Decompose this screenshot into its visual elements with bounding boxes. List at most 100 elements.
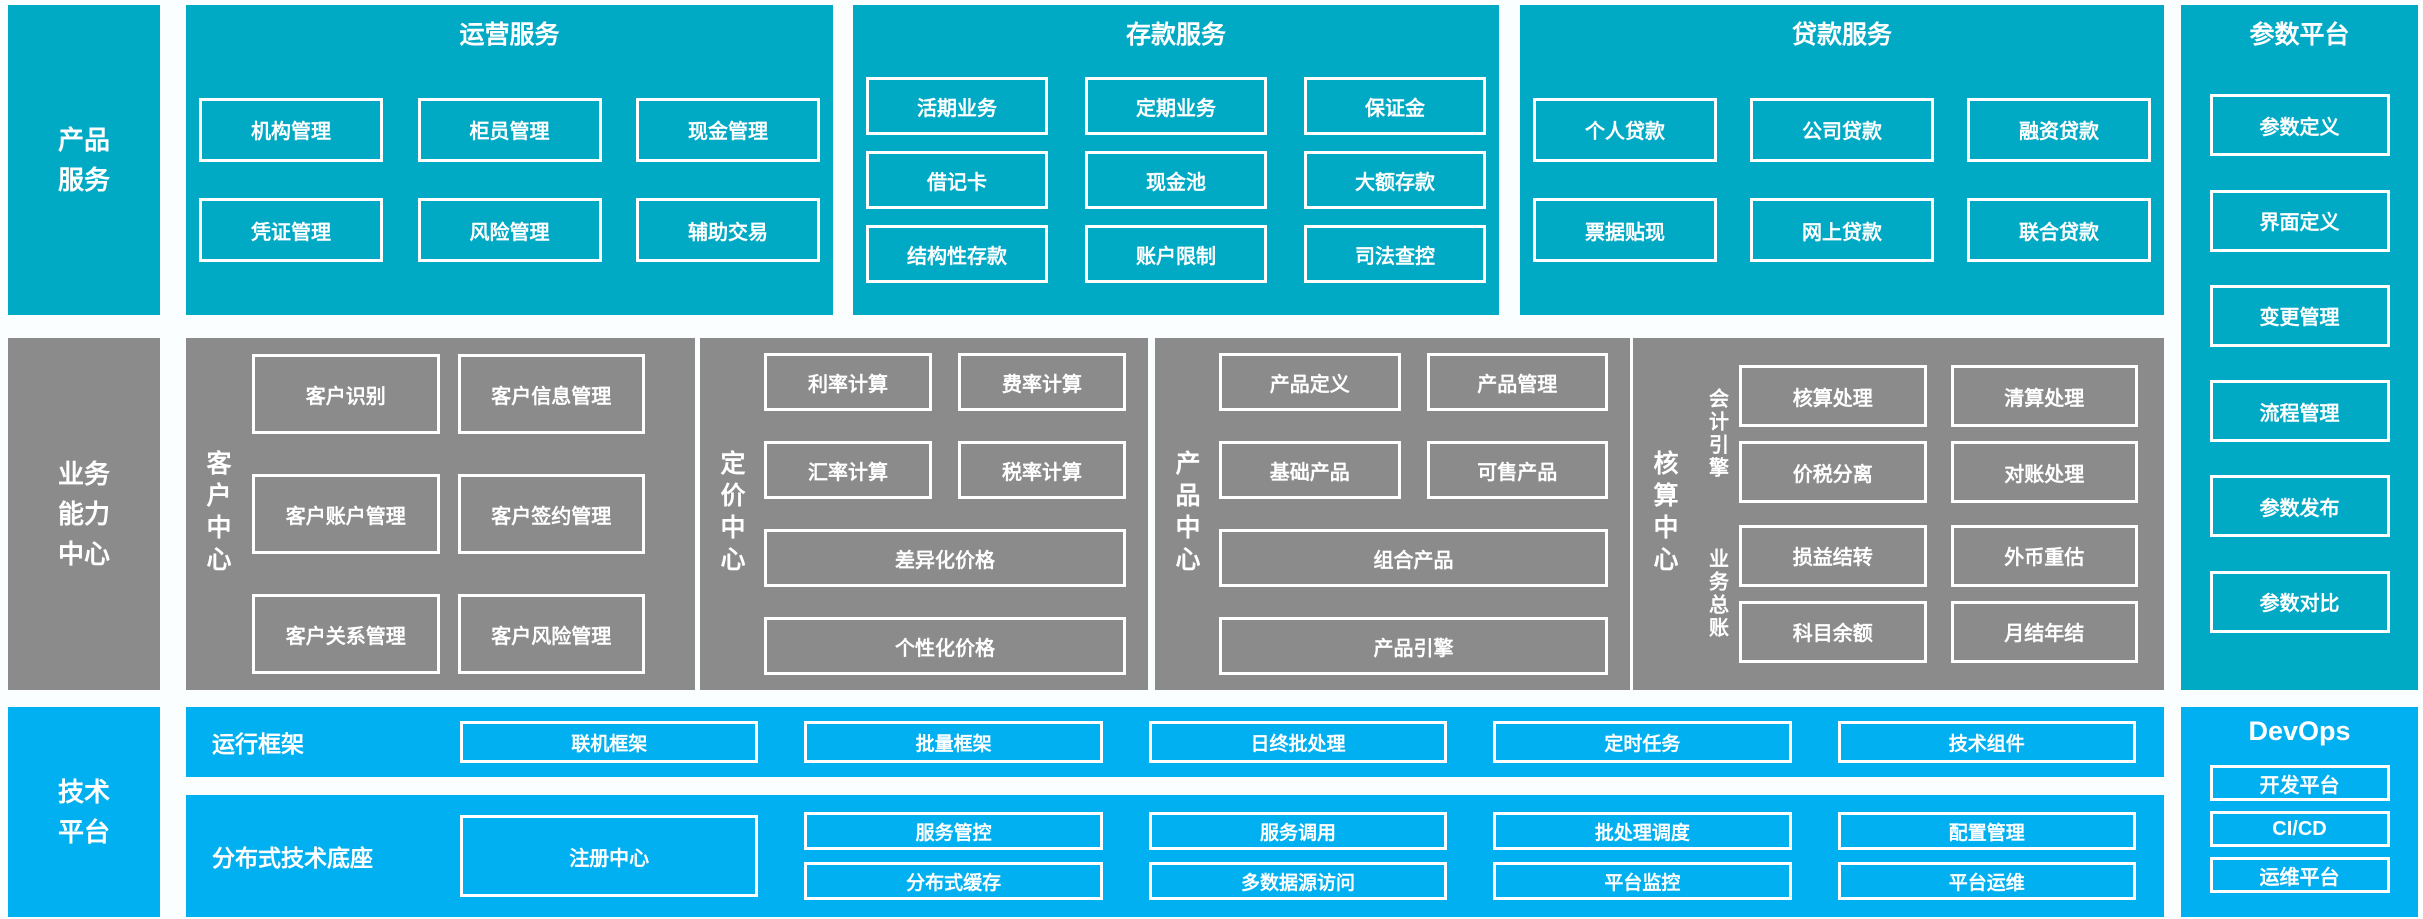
- pricing-box: 利率计算: [764, 353, 932, 411]
- vertical-label-customer-center: 客户中心: [203, 450, 231, 578]
- distributed-boxes: 注册中心 服务管控 服务调用 批处理调度 配置管理 分布式缓存 多数据源访问 平…: [460, 812, 2136, 900]
- param-box: 界面定义: [2209, 189, 2390, 252]
- loan-boxes: 个人贷款 公司贷款 融资贷款 票据贴现 网上贷款 联合贷款: [1520, 61, 2164, 315]
- product-box: 产品管理: [1426, 353, 1608, 411]
- deposit-box: 大额存款: [1304, 151, 1486, 209]
- ops-box: 柜员管理: [417, 97, 602, 162]
- panel-parameter-platform: 参数平台 参数定义 界面定义 变更管理 流程管理 参数发布 参数对比: [2181, 5, 2418, 690]
- distributed-box: 多数据源访问: [1148, 862, 1448, 900]
- panel-runtime-framework: 运行框架 联机框架 批量框架 日终批处理 定时任务 技术组件: [186, 707, 2164, 777]
- ops-box: 现金管理: [636, 97, 820, 162]
- band-label-tech-platform: 技术平台: [8, 707, 160, 917]
- band-label-business-capability: 业务能力中心: [8, 338, 160, 690]
- devops-boxes: 开发平台 CI/CD 运维平台: [2181, 755, 2418, 917]
- vertical-label-accounting-center: 核算中心: [1650, 450, 1678, 578]
- ops-box: 凭证管理: [199, 198, 383, 263]
- deposit-box: 现金池: [1085, 151, 1267, 209]
- panel-deposit-services: 存款服务 活期业务 定期业务 保证金 借记卡 现金池 大额存款 结构性存款 账户…: [853, 5, 1499, 315]
- vertical-label-product-center: 产品中心: [1172, 450, 1200, 578]
- band-label-text: 产品服务: [57, 124, 110, 195]
- distributed-box: 平台运维: [1837, 862, 2136, 900]
- distributed-box: 平台监控: [1493, 862, 1792, 900]
- vertical-label-accounting-engine: 会计引擎: [1705, 388, 1728, 481]
- ops-box: 机构管理: [199, 97, 383, 162]
- product-box: 组合产品: [1219, 529, 1608, 587]
- ops-box: 风险管理: [417, 198, 602, 263]
- deposit-box: 结构性存款: [866, 225, 1048, 283]
- panel-customer-center: 客户中心 客户识别 客户信息管理 客户账户管理 客户签约管理 客户关系管理 客户…: [186, 338, 695, 690]
- deposit-box: 借记卡: [866, 151, 1048, 209]
- loan-box: 个人贷款: [1533, 97, 1717, 162]
- pricing-boxes: 利率计算 费率计算 汇率计算 税率计算 差异化价格 个性化价格: [762, 338, 1148, 690]
- customer-box: 客户签约管理: [457, 474, 645, 554]
- customer-box: 客户账户管理: [252, 474, 440, 554]
- customer-box: 客户信息管理: [457, 354, 645, 434]
- panel-product-center: 产品中心 产品定义 产品管理 基础产品 可售产品 组合产品 产品引擎: [1155, 338, 1630, 690]
- accounting-box: 清算处理: [1950, 365, 2138, 428]
- band-label-text: 业务能力中心: [57, 458, 110, 570]
- product-boxes: 产品定义 产品管理 基础产品 可售产品 组合产品 产品引擎: [1217, 338, 1630, 690]
- param-box: 参数定义: [2209, 94, 2390, 157]
- devops-box: CI/CD: [2209, 811, 2390, 847]
- ops-box: 辅助交易: [636, 198, 820, 263]
- customer-box: 客户识别: [252, 354, 440, 434]
- accounting-box: 价税分离: [1739, 441, 1927, 504]
- deposit-boxes: 活期业务 定期业务 保证金 借记卡 现金池 大额存款 结构性存款 账户限制 司法…: [853, 61, 1499, 315]
- distributed-base-label: 分布式技术底座: [212, 845, 373, 871]
- accounting-box: 核算处理: [1739, 365, 1927, 428]
- loan-box: 联合贷款: [1967, 198, 2151, 263]
- distributed-box: 配置管理: [1837, 812, 2136, 850]
- accounting-box: 损益结转: [1739, 524, 1927, 587]
- param-box: 参数发布: [2209, 475, 2390, 538]
- accounting-group-ledger: 业务总账 损益结转 外币重估 科目余额 月结年结: [1695, 524, 2138, 663]
- panel-operations-services: 运营服务 机构管理 柜员管理 现金管理 凭证管理 风险管理 辅助交易: [186, 5, 833, 315]
- distributed-box: 分布式缓存: [804, 862, 1103, 900]
- panel-loan-services: 贷款服务 个人贷款 公司贷款 融资贷款 票据贴现 网上贷款 联合贷款: [1520, 5, 2164, 315]
- customer-boxes: 客户识别 客户信息管理 客户账户管理 客户签约管理 客户关系管理 客户风险管理: [248, 338, 695, 690]
- runtime-box: 技术组件: [1837, 721, 2136, 763]
- panel-pricing-center: 定价中心 利率计算 费率计算 汇率计算 税率计算 差异化价格 个性化价格: [700, 338, 1148, 690]
- panel-title: 贷款服务: [1791, 21, 1892, 49]
- param-box: 变更管理: [2209, 284, 2390, 347]
- panel-distributed-base: 分布式技术底座 注册中心 服务管控 服务调用 批处理调度 配置管理 分布式缓存 …: [186, 795, 2164, 917]
- band-label-text: 技术平台: [57, 776, 110, 847]
- pricing-box: 差异化价格: [764, 529, 1126, 587]
- param-box: 流程管理: [2209, 380, 2390, 443]
- panel-accounting-center: 核算中心 会计引擎 核算处理 清算处理 价税分离 对账处理 业务总账 损: [1633, 338, 2164, 690]
- vertical-label-business-ledger: 业务总账: [1705, 547, 1728, 640]
- deposit-box: 账户限制: [1085, 225, 1267, 283]
- pricing-box: 费率计算: [958, 353, 1126, 411]
- product-box: 产品引擎: [1219, 617, 1608, 675]
- customer-box: 客户关系管理: [252, 594, 440, 674]
- runtime-box: 联机框架: [460, 721, 759, 763]
- accounting-box: 科目余额: [1739, 600, 1927, 663]
- accounting-groups: 会计引擎 核算处理 清算处理 价税分离 对账处理 业务总账 损益结转 外币重估 …: [1695, 338, 2164, 690]
- accounting-box: 对账处理: [1950, 441, 2138, 504]
- loan-box: 公司贷款: [1750, 97, 1934, 162]
- param-box: 参数对比: [2209, 570, 2390, 633]
- deposit-box: 保证金: [1304, 77, 1486, 135]
- vertical-label-pricing-center: 定价中心: [717, 450, 745, 578]
- panel-title: 运营服务: [459, 21, 560, 49]
- product-box: 基础产品: [1219, 441, 1401, 499]
- pricing-box: 税率计算: [958, 441, 1126, 499]
- panel-title: 存款服务: [1125, 21, 1226, 49]
- accounting-group-engine: 会计引擎 核算处理 清算处理 价税分离 对账处理: [1695, 365, 2138, 504]
- runtime-box: 批量框架: [804, 721, 1103, 763]
- accounting-box: 月结年结: [1950, 600, 2138, 663]
- devops-box: 运维平台: [2209, 857, 2390, 893]
- pricing-box: 个性化价格: [764, 617, 1126, 675]
- registry-center-box: 注册中心: [460, 815, 759, 897]
- loan-box: 融资贷款: [1967, 97, 2151, 162]
- deposit-box: 定期业务: [1085, 77, 1267, 135]
- accounting-box: 外币重估: [1950, 524, 2138, 587]
- distributed-box: 批处理调度: [1493, 812, 1792, 850]
- product-box: 产品定义: [1219, 353, 1401, 411]
- band-label-product-services: 产品服务: [8, 5, 160, 315]
- runtime-box: 日终批处理: [1148, 721, 1448, 763]
- customer-box: 客户风险管理: [457, 594, 645, 674]
- runtime-framework-label: 运行框架: [212, 731, 304, 757]
- product-box: 可售产品: [1426, 441, 1608, 499]
- distributed-box: 服务调用: [1148, 812, 1448, 850]
